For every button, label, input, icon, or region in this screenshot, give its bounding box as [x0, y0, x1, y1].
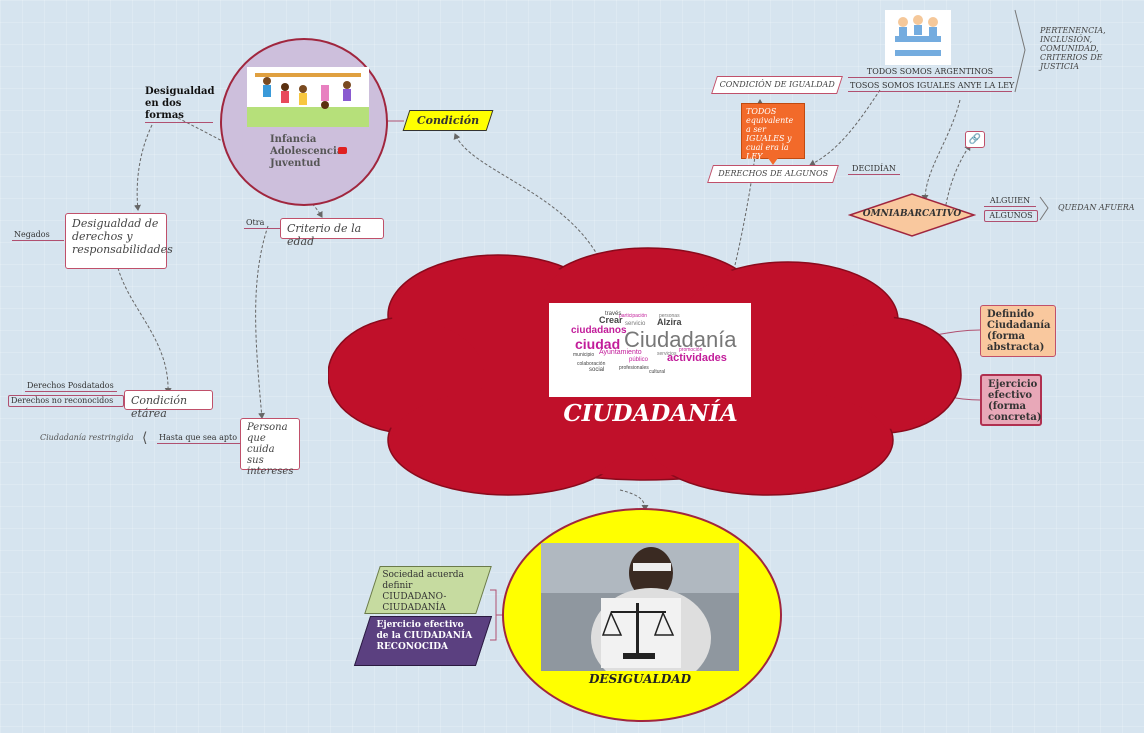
central-title: CIUDADANÍA [563, 400, 738, 427]
decidian-label: DECIDÍAN [848, 164, 900, 175]
word: Ayuntamiento [599, 349, 642, 356]
derechos-algunos-text: DERECHOS DE ALGUNOS [718, 169, 829, 178]
omniabarcativo-node[interactable] [848, 192, 976, 238]
desigualdad-dos-formas: Desigualdad en dos formas [145, 86, 215, 123]
link-icon[interactable]: 🔗 [965, 131, 985, 148]
infancia-label: Infancia Adolescencia Juventud [270, 134, 344, 169]
word: colaboración [577, 361, 606, 367]
derechos-algunos-node[interactable]: DERECHOS DE ALGUNOS [707, 165, 839, 183]
criterio-edad-node[interactable]: Criterio de la edad [280, 218, 384, 248]
hasta-apto-label: Hasta que sea apto [157, 433, 241, 444]
condicion-text: Condición [416, 114, 480, 127]
condicion-igualdad-text: CONDICIÓN DE IGUALDAD [719, 80, 835, 89]
derechos-posdatados-label: Derechos Posdatados [25, 381, 117, 392]
word: actividades [667, 352, 727, 364]
derechos-no-reconocidos-label: Derechos no reconocidos [8, 395, 124, 407]
word: Crear [599, 315, 623, 325]
quedan-afuera-label: QUEDAN AFUERA [1058, 203, 1135, 212]
word: personas [659, 313, 680, 319]
todos-callout[interactable]: TODOS equivalente a ser IGUALES y cual e… [741, 103, 805, 161]
desigualdad-derechos-node[interactable]: Desigualdad de derechos y responsabilida… [65, 213, 173, 269]
alguien-label: ALGUIEN [984, 196, 1036, 207]
wordcloud-image: Ciudadanía ciudadanos ciudad actividades… [549, 303, 751, 397]
word: ciudadanos [571, 325, 627, 336]
callout-pointer [768, 158, 778, 165]
condicion-igualdad-node[interactable]: CONDICIÓN DE IGUALDAD [711, 76, 843, 94]
todos-argentinos-label: TODOS SOMOS ARGENTINOS [848, 67, 1012, 78]
word: municipio [573, 352, 594, 358]
justice-image [541, 543, 739, 671]
word: servicio [625, 321, 646, 327]
definido-node[interactable]: Definido Ciudadanía (forma abstracta) [980, 305, 1056, 357]
children-image [247, 67, 369, 127]
ejercicio-reconocida-text: Ejercicio efectivo de la CIUDADANÍA RECO… [376, 620, 473, 652]
ejercicio-efectivo-node[interactable]: Ejercicio efectivo (forma concreta) [980, 374, 1042, 426]
word: público [629, 357, 649, 363]
otra-label: Otra [244, 218, 280, 229]
pertenencia-label: PERTENENCIA, INCLUSIÓN, COMUNIDAD, CRITE… [1040, 26, 1106, 71]
chevron-left-icon: ⟨ [142, 430, 148, 446]
youtube-icon[interactable] [338, 147, 347, 154]
word: ciudad [575, 336, 620, 352]
word: profesionales [619, 365, 649, 371]
word: cultural [649, 369, 665, 375]
algunos-label: ALGUNOS [984, 210, 1038, 222]
argentina-image [885, 10, 951, 65]
word: participación [619, 313, 647, 319]
word: servicios [657, 351, 677, 357]
negados-label: Negados [12, 230, 64, 241]
condicion-node[interactable]: Condición [402, 110, 494, 131]
word: Alzira [657, 317, 683, 327]
ejercicio-reconocida-node[interactable]: Ejercicio efectivo de la CIUDADANÍA RECO… [353, 616, 493, 666]
word: social [589, 367, 604, 373]
tosos-iguales-label: TOSOS SOMOS IGUALES ANYE LA LEY [848, 81, 1015, 92]
ciudadania-restringida-label: Ciudadanía restringida [40, 433, 134, 442]
persona-cuida-node[interactable]: Persona que cuida sus intereses [240, 418, 300, 477]
omniabarcativo-label: OMNIABARCATIVO [862, 209, 962, 219]
word: Ciudadanía [624, 327, 737, 352]
todos-callout-text: TODOS equivalente a ser IGUALES y cual e… [746, 107, 794, 161]
desigualdad-title: DESIGUALDAD [588, 672, 692, 686]
condicion-etarea-node[interactable]: Condición etárea [124, 390, 213, 420]
sociedad-text: Sociedad acuerda definir CIUDADANO-CIUDA… [382, 570, 464, 613]
sociedad-node[interactable]: Sociedad acuerda definir CIUDADANO-CIUDA… [364, 566, 492, 614]
word: promoción [679, 347, 703, 353]
word: través [605, 311, 621, 317]
